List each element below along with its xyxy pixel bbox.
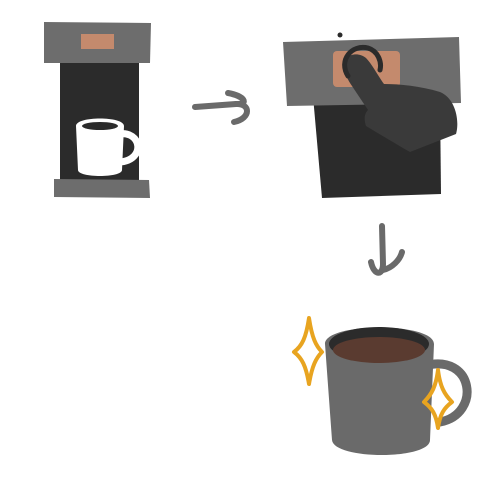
press-ripple-icon <box>342 44 383 79</box>
mug-handle-icon <box>419 359 472 427</box>
press-indicator-dot <box>337 32 343 38</box>
white-cup-handle-icon <box>114 130 142 166</box>
hand-pressing-button-icon <box>283 32 461 198</box>
coffee-surface <box>333 337 425 363</box>
arrow-right-head <box>225 90 247 107</box>
arrow-down-icon <box>368 223 386 276</box>
sparkle-right-icon <box>422 368 454 430</box>
sparkling-coffee-mug-icon <box>292 316 472 455</box>
machine-drip-tray <box>54 179 150 198</box>
sparkle-left-icon <box>292 316 324 386</box>
coffee-machine-with-cup-icon <box>44 22 151 198</box>
hand-icon <box>343 54 458 152</box>
arrow-down-head <box>380 249 405 273</box>
machine-button <box>81 34 114 49</box>
white-cup-rim <box>82 122 118 130</box>
white-cup-icon <box>76 118 124 176</box>
